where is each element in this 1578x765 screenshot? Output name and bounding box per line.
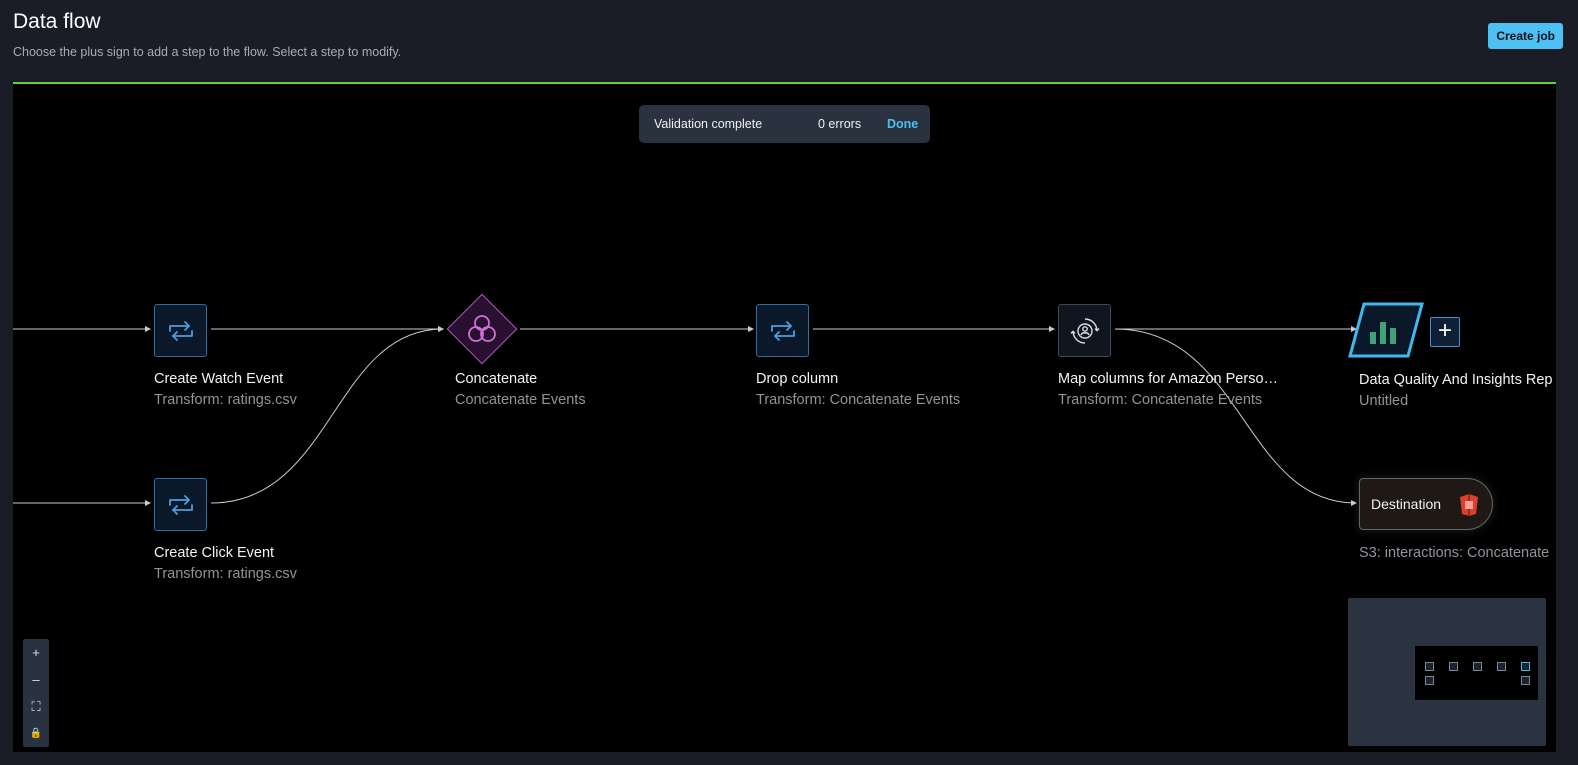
- join-circles-icon: [468, 315, 496, 342]
- minimap-node: [1521, 662, 1530, 671]
- toast-error-count: 0 errors: [818, 117, 862, 131]
- node-title: Create Watch Event: [154, 371, 284, 387]
- transform-icon: [770, 320, 795, 341]
- zoom-in-button[interactable]: +: [32, 645, 40, 660]
- node-subtitle: Untitled: [1359, 393, 1409, 409]
- page-subtitle: Choose the plus sign to add a step to th…: [13, 45, 402, 59]
- node-concatenate[interactable]: [446, 293, 518, 365]
- add-step-button[interactable]: +: [1430, 317, 1460, 347]
- minimap-viewport: [1415, 646, 1538, 700]
- minimap-node: [1425, 662, 1434, 671]
- node-subtitle: Transform: Concatenate Events: [756, 392, 961, 408]
- node-title: Data Quality And Insights Rep: [1359, 372, 1553, 388]
- toast-done-button[interactable]: Done: [887, 117, 919, 131]
- node-destination[interactable]: Destination: [1359, 478, 1493, 530]
- toast-message: Validation complete: [654, 117, 763, 131]
- personalize-icon: [1069, 317, 1100, 344]
- minimap-node: [1449, 662, 1458, 671]
- destination-label: Destination: [1371, 496, 1442, 512]
- node-title: Map columns for Amazon Perso…: [1058, 371, 1279, 387]
- zoom-controls: + – ⛶ 🔒: [23, 639, 49, 747]
- minimap-node: [1521, 676, 1530, 685]
- node-subtitle: Concatenate Events: [455, 392, 586, 408]
- node-subtitle: Transform: Concatenate Events: [1058, 392, 1263, 408]
- node-data-quality[interactable]: [1348, 302, 1424, 358]
- node-create-click-event[interactable]: [154, 478, 207, 531]
- edge-click-concat: [210, 326, 444, 504]
- minimap-node: [1425, 676, 1434, 685]
- validation-toast: Validation complete 0 errors Done: [639, 105, 930, 143]
- bar-chart-icon: [1348, 302, 1424, 358]
- transform-icon: [168, 494, 193, 515]
- node-map-columns[interactable]: [1058, 304, 1111, 357]
- node-subtitle: S3: interactions: Concatenate: [1359, 545, 1550, 561]
- zoom-out-button[interactable]: –: [32, 672, 40, 687]
- flow-edges: [13, 326, 1357, 506]
- node-subtitle: Transform: ratings.csv: [154, 392, 297, 408]
- minimap-node: [1497, 662, 1506, 671]
- minimap[interactable]: [1348, 598, 1546, 746]
- minimap-node: [1473, 662, 1482, 671]
- page-header: Data flow Choose the plus sign to add a …: [13, 0, 1565, 83]
- node-title: Create Click Event: [154, 545, 275, 561]
- node-title: Concatenate: [455, 371, 538, 387]
- flow-canvas[interactable]: Validation complete 0 errors Done Create…: [13, 82, 1556, 752]
- create-job-button[interactable]: Create job: [1488, 23, 1563, 49]
- page-title: Data flow: [13, 10, 101, 33]
- edge-map-dest: [1114, 328, 1357, 506]
- transform-icon: [168, 320, 193, 341]
- node-subtitle: Transform: ratings.csv: [154, 566, 297, 582]
- fit-view-button[interactable]: ⛶: [31, 699, 41, 714]
- s3-bucket-icon: [1460, 494, 1478, 516]
- node-drop-column[interactable]: [756, 304, 809, 357]
- lock-button[interactable]: 🔒: [29, 728, 43, 739]
- node-title: Drop column: [756, 371, 839, 387]
- node-create-watch-event[interactable]: [154, 304, 207, 357]
